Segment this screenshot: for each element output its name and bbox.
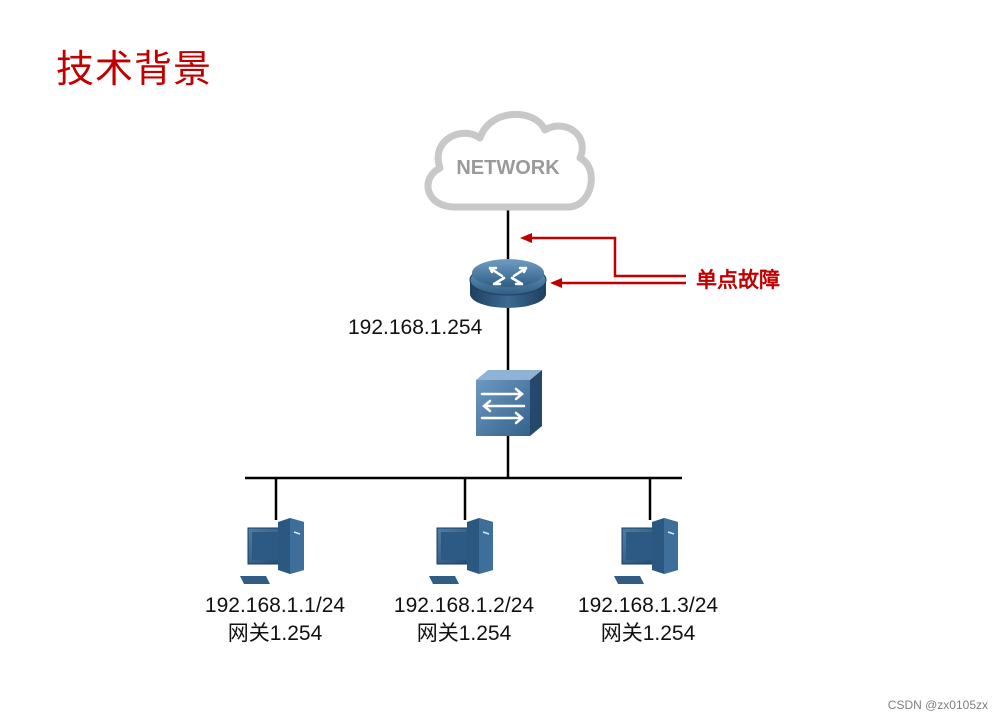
router-icon [469, 259, 547, 308]
host-3-ip: 192.168.1.3/24 [577, 594, 719, 617]
switch-icon [476, 370, 542, 436]
network-cloud-icon: NETWORK [424, 110, 595, 211]
host-3-gateway: 网关1.254 [600, 622, 696, 645]
host-2-ip: 192.168.1.2/24 [393, 594, 535, 617]
links [245, 210, 682, 520]
single-point-failure-label: 单点故障 [696, 268, 780, 292]
pc-icon-2 [429, 518, 493, 584]
single-point-failure-arrows [520, 233, 686, 288]
watermark: CSDN @zx0105zx [887, 698, 988, 712]
cloud-label: NETWORK [456, 157, 560, 179]
router-ip-label: 192.168.1.254 [348, 316, 483, 339]
host-2-gateway: 网关1.254 [416, 622, 512, 645]
pc-icon-3 [614, 518, 678, 584]
host-3-label: 192.168.1.3/24 网关1.254 [553, 592, 743, 648]
host-1-gateway: 网关1.254 [227, 622, 323, 645]
slide-title: 技术背景 [56, 47, 213, 91]
pc-icon-1 [240, 518, 304, 584]
host-2-label: 192.168.1.2/24 网关1.254 [369, 592, 559, 648]
host-1-ip: 192.168.1.1/24 [204, 594, 346, 617]
host-1-label: 192.168.1.1/24 网关1.254 [180, 592, 370, 648]
